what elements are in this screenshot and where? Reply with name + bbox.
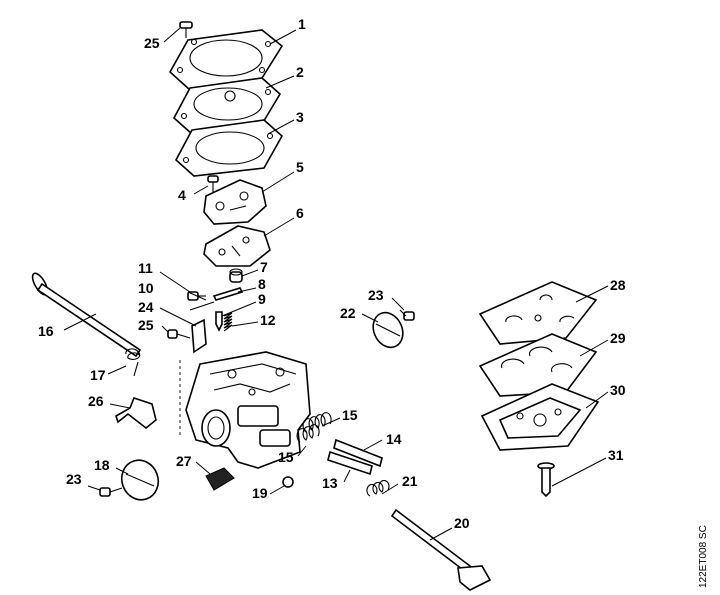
part-31-screw [537, 462, 555, 498]
callout-26: 26 [88, 393, 104, 409]
callout-19: 19 [252, 485, 268, 501]
part-3-gasket [174, 119, 284, 177]
callout-11: 11 [138, 260, 153, 276]
callout-31: 31 [608, 447, 624, 463]
callout-15-lower: 15 [278, 449, 294, 465]
callout-20: 20 [454, 515, 470, 531]
part-24-bracket [191, 318, 207, 354]
part-17-spring [125, 348, 141, 377]
callout-10: 10 [138, 280, 154, 296]
callout-21: 21 [402, 473, 418, 489]
part-15-spring-lower [296, 424, 320, 443]
part-8-lever [212, 287, 244, 301]
callout-30: 30 [610, 382, 626, 398]
callout-13: 13 [322, 475, 338, 491]
callout-18: 18 [94, 457, 110, 473]
callout-2: 2 [296, 64, 304, 80]
callout-8: 8 [258, 276, 266, 292]
part-4-screw [207, 175, 219, 192]
callout-29: 29 [610, 330, 626, 346]
part-25-screw-side [167, 329, 191, 339]
part-29-pump-diaphragm [478, 333, 598, 397]
part-9-needle [215, 311, 223, 332]
callout-5: 5 [296, 159, 304, 175]
callout-14: 14 [386, 431, 402, 447]
part-14-adjusting-screw [333, 438, 383, 468]
callout-25-side: 25 [138, 317, 154, 333]
leader-lines [63, 27, 609, 541]
part-18-choke-disc [120, 459, 160, 501]
part-23-screw-left [99, 487, 123, 497]
part-26-elbow-fitting [115, 397, 157, 430]
part-13-adjusting-screw [327, 450, 373, 476]
part-21-spring [366, 479, 390, 497]
part-30-pump-cover [480, 383, 600, 451]
callout-22: 22 [340, 305, 356, 321]
part-12-spring [223, 312, 233, 332]
callout-12: 12 [260, 312, 276, 328]
part-19-plug [282, 476, 294, 488]
part-28-gasket [478, 281, 598, 345]
callout-16: 16 [38, 323, 54, 339]
callout-24: 24 [138, 299, 154, 315]
callout-1: 1 [298, 16, 306, 32]
callout-7: 7 [260, 259, 268, 275]
part-23-screw-right [399, 309, 415, 321]
part-10-pin [189, 301, 215, 311]
callout-23-left: 23 [66, 471, 82, 487]
part-22-disc [372, 311, 404, 349]
callout-23-right: 23 [368, 287, 384, 303]
callout-27: 27 [176, 453, 192, 469]
drawing-code: 122ET008 SC [698, 525, 709, 588]
callout-4: 4 [178, 187, 186, 203]
callout-15-upper: 15 [342, 407, 358, 423]
carburetor-body [179, 351, 311, 469]
callout-9: 9 [258, 291, 266, 307]
callout-28: 28 [610, 277, 626, 293]
part-5-metering-plate [203, 179, 267, 225]
part-16-throttle-shaft [31, 272, 142, 358]
part-6-metering-diaphragm [203, 225, 271, 267]
part-20-choke-shaft [390, 508, 492, 591]
part-7-plug [229, 268, 243, 283]
part-25-screw-top [179, 21, 193, 38]
callout-25-top: 25 [144, 35, 160, 51]
part-27-filter [205, 467, 235, 491]
callout-17: 17 [90, 367, 106, 383]
callout-6: 6 [296, 205, 304, 221]
callout-3: 3 [296, 109, 304, 125]
